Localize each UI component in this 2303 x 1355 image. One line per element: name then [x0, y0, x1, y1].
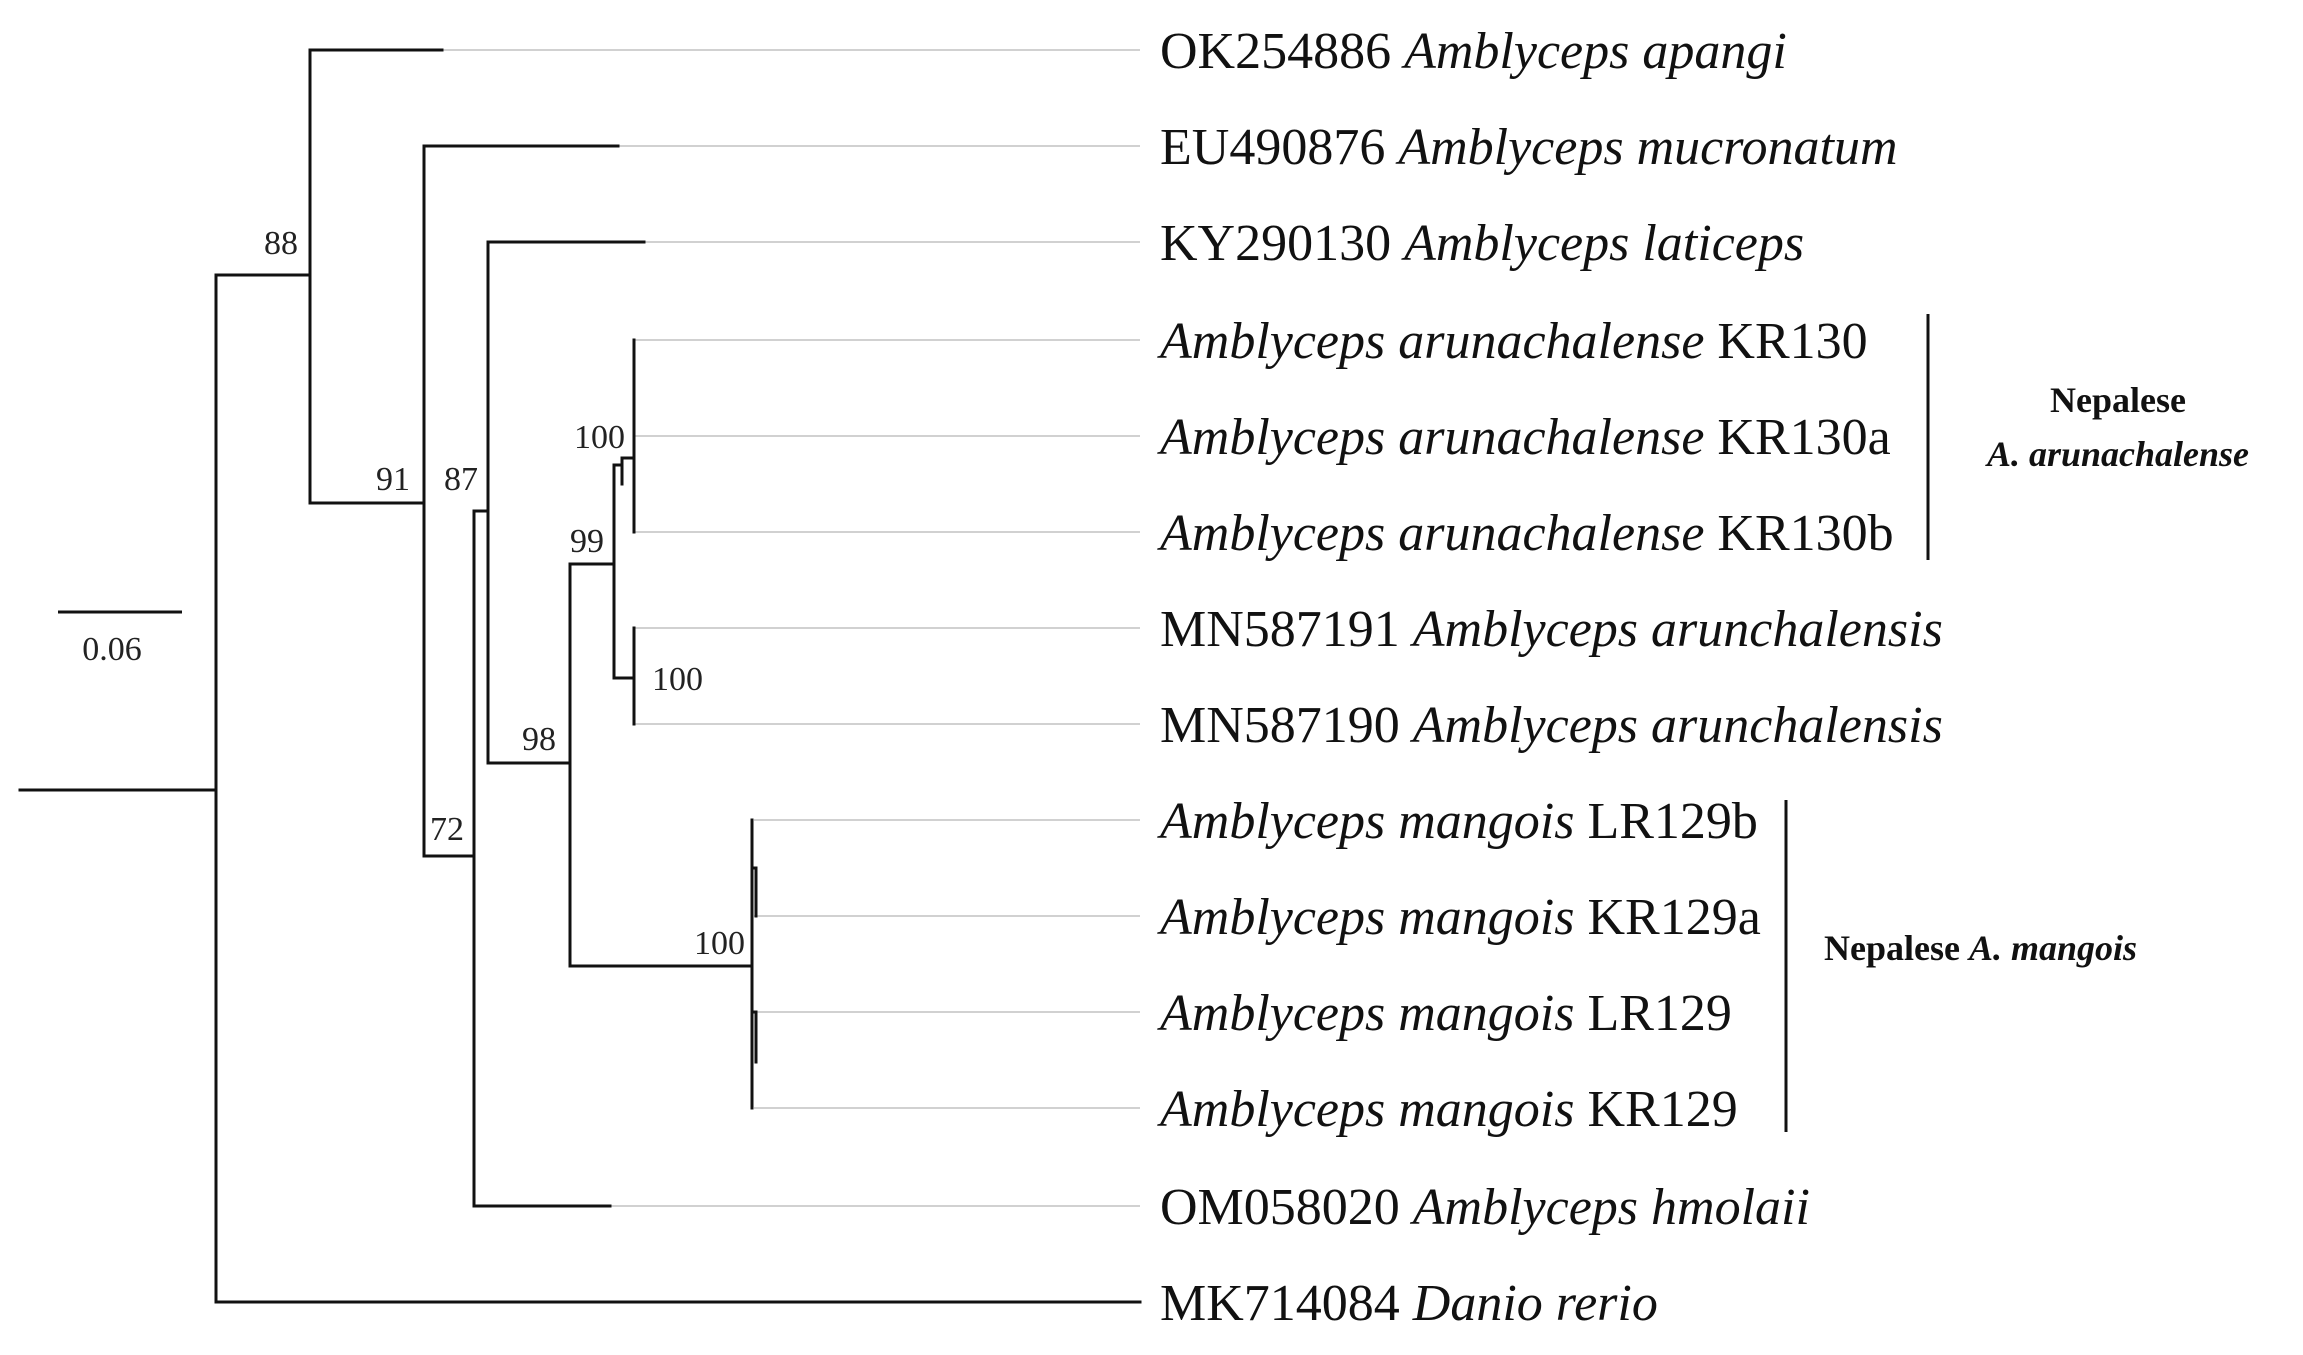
tip-accession: KR130	[1717, 313, 1867, 370]
tip-label: Amblyceps arunachalense KR130	[1157, 313, 1868, 370]
tip-species: Amblyceps mangois	[1157, 1081, 1574, 1138]
support-label: 100	[694, 925, 745, 962]
tip-accession: MK714084	[1160, 1275, 1400, 1332]
support-label: 100	[574, 419, 625, 456]
clade-label-arunachalense-line1: Nepalese	[2050, 380, 2186, 420]
tip-accession: MN587190	[1160, 697, 1400, 754]
support-label: 72	[430, 811, 464, 848]
tip-species: Amblyceps arunachalense	[1157, 313, 1704, 370]
tip-accession: KR129	[1587, 1081, 1737, 1138]
tip-label: Amblyceps arunachalense KR130a	[1157, 409, 1891, 466]
tip-species: Amblyceps apangi	[1401, 23, 1787, 80]
tip-label: Amblyceps mangois LR129b	[1157, 793, 1758, 850]
support-values: 88 91 87 72 98 99 100 100 100	[264, 225, 745, 962]
tip-species: Danio rerio	[1412, 1275, 1658, 1332]
tip-accession: KR129a	[1587, 889, 1760, 946]
clade-markers: Nepalese A. arunachalense Nepalese A. ma…	[1784, 314, 2249, 1132]
scale-bar: 0.06	[58, 610, 182, 668]
tip-label: Amblyceps mangois KR129	[1157, 1081, 1738, 1138]
tip-accession: KR130b	[1717, 505, 1893, 562]
tip-species: Amblyceps arunachalense	[1157, 409, 1704, 466]
tree-branches	[18, 48, 1142, 1304]
tip-label: Amblyceps mangois KR129a	[1157, 889, 1761, 946]
tip-label: KY290130 Amblyceps laticeps	[1160, 215, 1804, 272]
tip-species: Amblyceps laticeps	[1401, 215, 1804, 272]
tip-label: EU490876 Amblyceps mucronatum	[1160, 119, 1898, 176]
tip-accession: OK254886	[1160, 23, 1391, 80]
tip-species: Amblyceps mangois	[1157, 889, 1574, 946]
tip-species: Amblyceps mangois	[1157, 985, 1574, 1042]
tip-label: MK714084 Danio rerio	[1160, 1275, 1658, 1332]
support-label: 88	[264, 225, 298, 262]
tip-accession: KR130a	[1717, 409, 1890, 466]
tip-accession: LR129	[1587, 985, 1731, 1042]
tip-accession: MN587191	[1160, 601, 1400, 658]
support-label: 100	[652, 661, 703, 698]
clade-label-mangois: Nepalese A. mangois	[1824, 928, 2137, 968]
scale-bar-label: 0.06	[82, 631, 142, 668]
support-label: 99	[570, 523, 604, 560]
tip-accession: LR129b	[1587, 793, 1757, 850]
support-label: 98	[522, 721, 556, 758]
tip-label: Amblyceps mangois LR129	[1157, 985, 1732, 1042]
clade-label-arunachalense-line2: A. arunachalense	[1985, 434, 2249, 474]
tip-accession: OM058020	[1160, 1179, 1400, 1236]
tip-label: OM058020 Amblyceps hmolaii	[1160, 1179, 1810, 1236]
tip-species: Amblyceps mangois	[1157, 793, 1574, 850]
tip-label: MN587190 Amblyceps arunchalensis	[1160, 697, 1943, 754]
tip-accession: KY290130	[1160, 215, 1391, 272]
tip-species: Amblyceps arunchalensis	[1410, 697, 1943, 754]
tip-label: OK254886 Amblyceps apangi	[1160, 23, 1787, 80]
guide-lines	[442, 49, 1140, 1207]
tip-accession: EU490876	[1160, 119, 1385, 176]
tip-species: Amblyceps hmolaii	[1410, 1179, 1810, 1236]
tip-species: Amblyceps arunchalensis	[1410, 601, 1943, 658]
tip-label: MN587191 Amblyceps arunchalensis	[1160, 601, 1943, 658]
tip-species: Amblyceps arunachalense	[1157, 505, 1704, 562]
tip-species: Amblyceps mucronatum	[1395, 119, 1897, 176]
tip-label: Amblyceps arunachalense KR130b	[1157, 505, 1894, 562]
support-label: 87	[444, 461, 478, 498]
support-label: 91	[376, 461, 410, 498]
